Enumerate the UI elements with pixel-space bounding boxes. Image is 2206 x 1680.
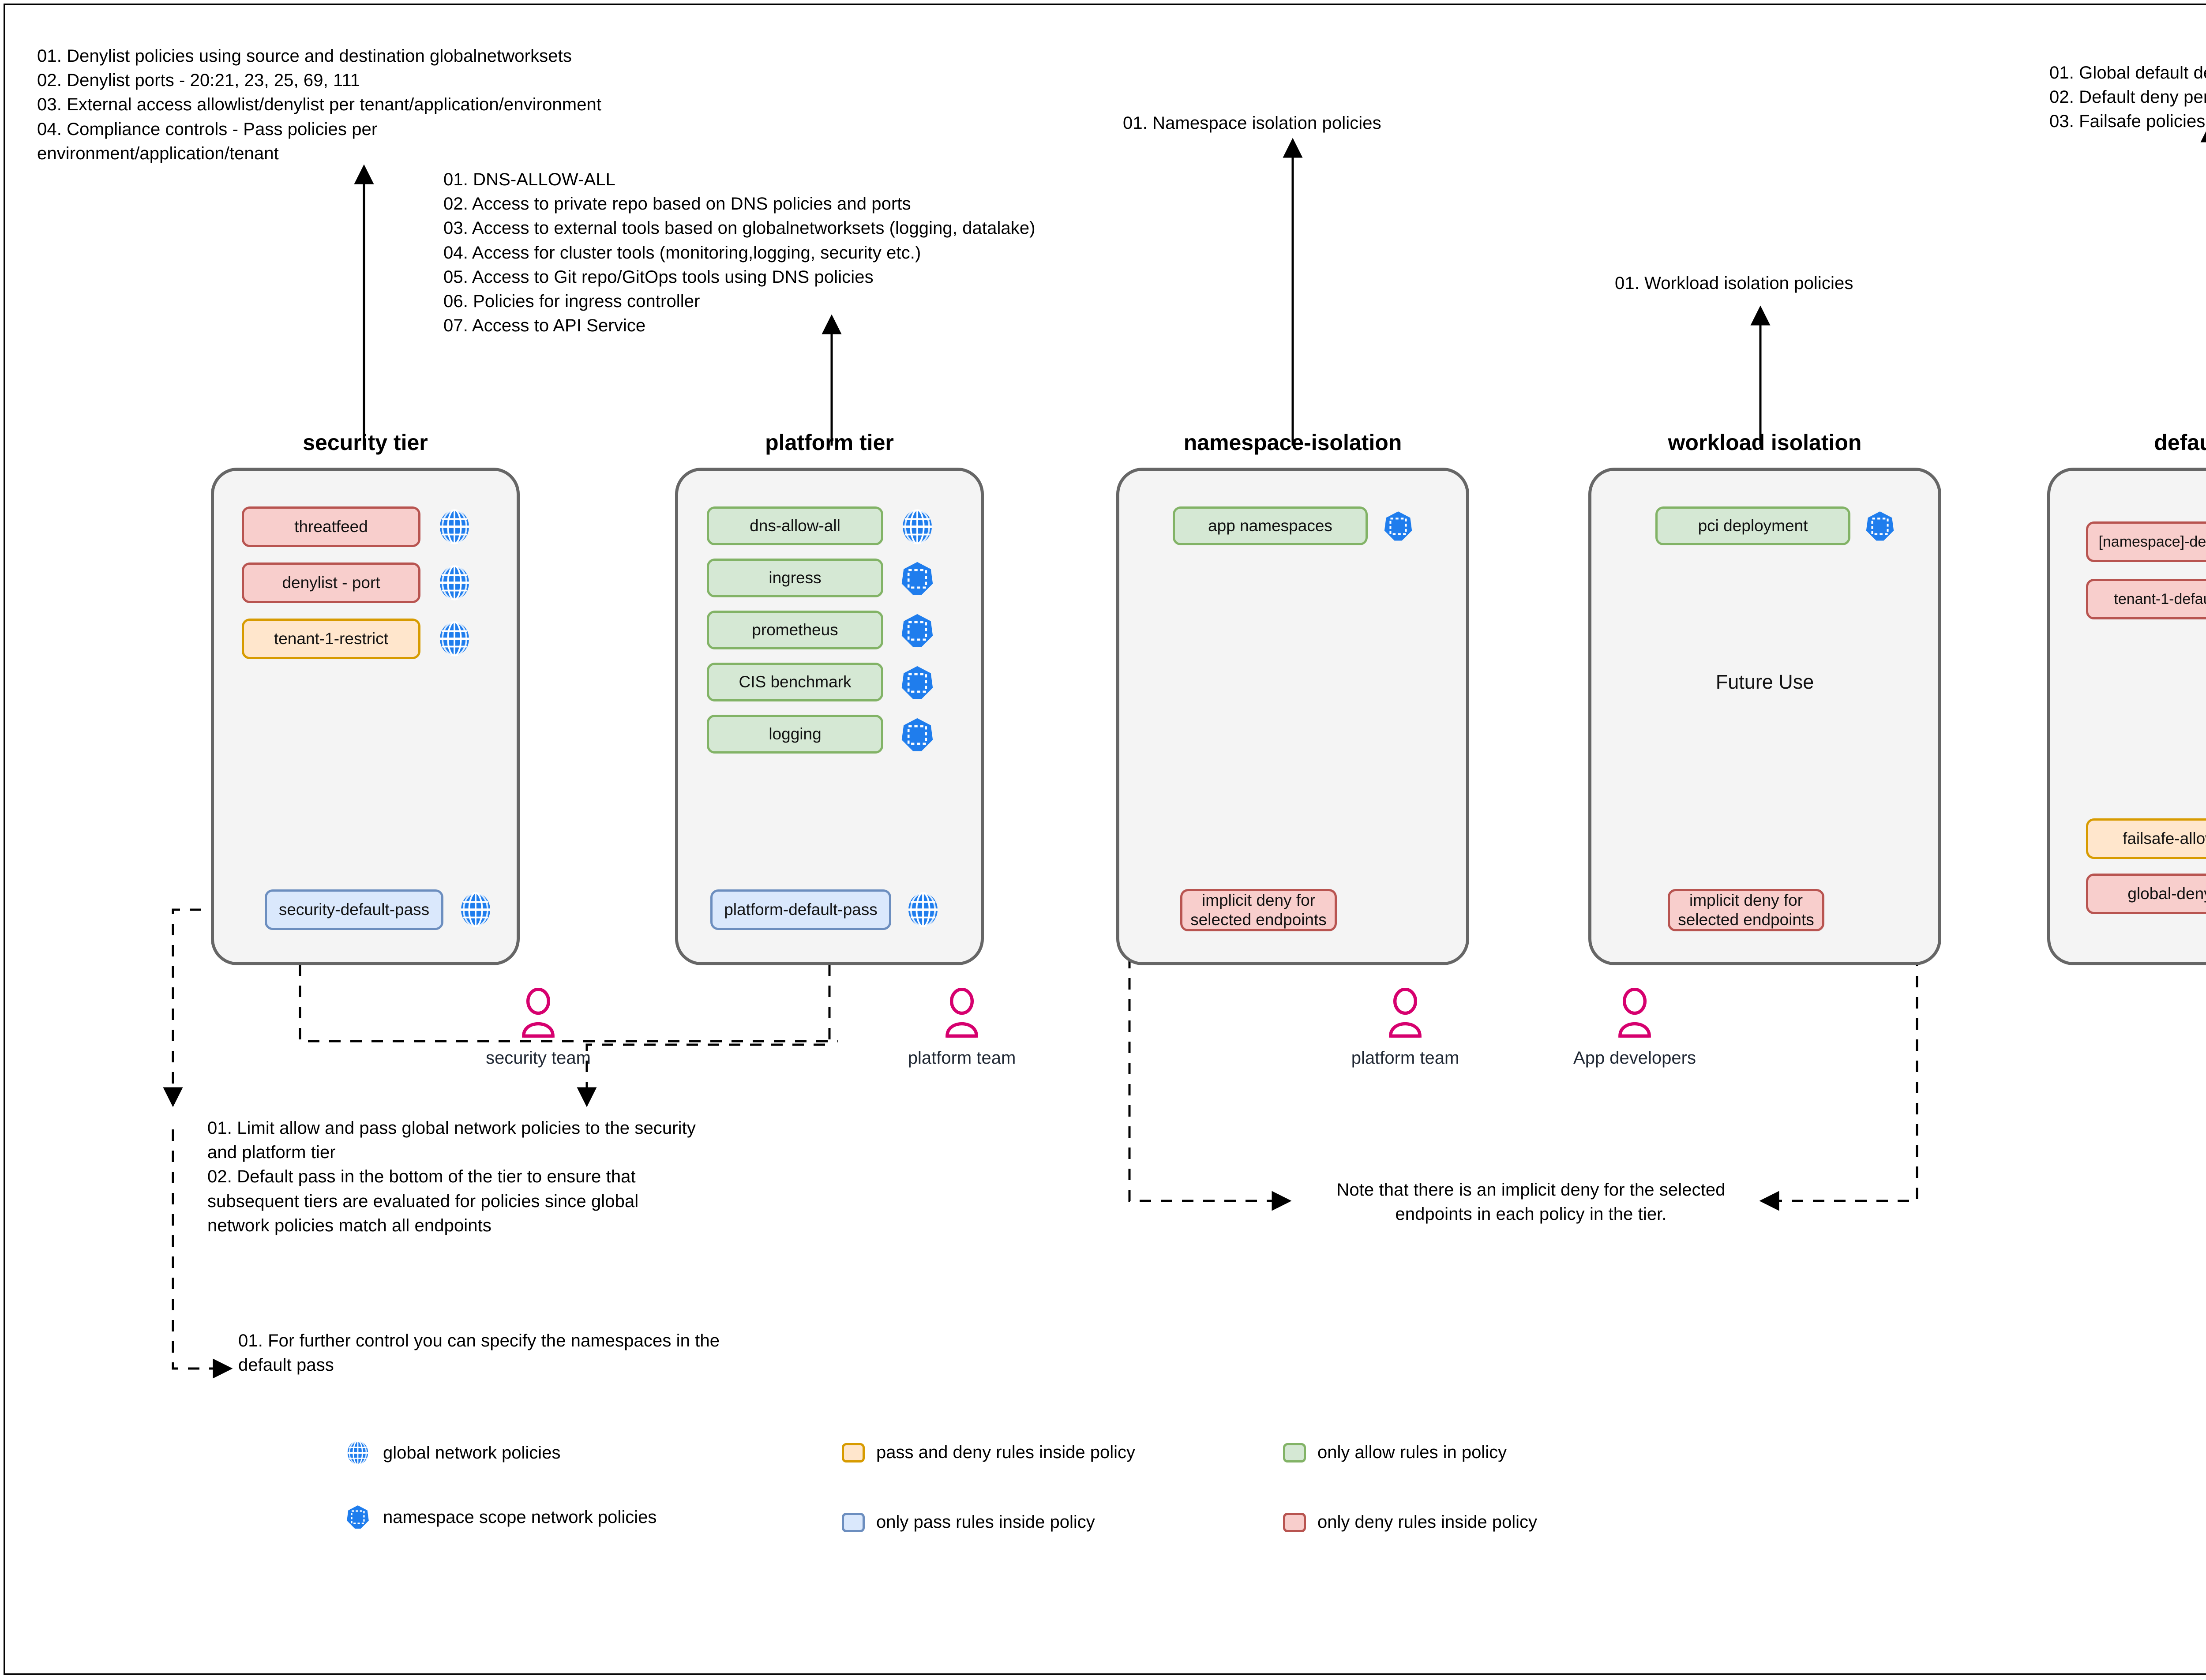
tier-body-security (211, 468, 520, 965)
namespace-scope-network-policy-icon (898, 559, 937, 598)
global-network-policy-icon (898, 507, 937, 546)
actor-platform-team-1: platform team (900, 987, 1024, 1068)
namespace-isolation-annotation: 01. Namespace isolation policies (1123, 113, 1381, 133)
actor-label: platform team (1351, 1048, 1459, 1068)
legend-item-namespace-scope-network-policies: namespace scope network policies (344, 1504, 657, 1531)
policy-tenant-1-restrict[interactable]: tenant-1-restrict (242, 619, 420, 659)
default-tier-annotation: 01. Global default deny 02. Default deny… (2049, 63, 2206, 131)
actor-label: platform team (908, 1048, 1016, 1068)
tier-title-platform: platform tier (765, 430, 894, 455)
policy-platform-default-pass[interactable]: platform-default-pass (710, 889, 891, 930)
policy-implicit-deny-namespace[interactable]: implicit deny for selected endpoints (1180, 889, 1337, 931)
namespace-scope-network-policy-icon (1863, 509, 1897, 544)
security-tier-annotation: 01. Denylist policies using source and d… (37, 46, 602, 163)
tier-title-workload-isolation: workload isolation (1668, 430, 1862, 455)
person-icon (1383, 987, 1427, 1040)
legend-item-only-deny-rules: only deny rules inside policy (1283, 1512, 1537, 1532)
implicit-deny-annotation: Note that there is an implicit deny for … (1336, 1180, 1726, 1224)
legend-item-pass-and-deny-rules: pass and deny rules inside policy (842, 1443, 1135, 1462)
namespace-scope-network-policy-icon (898, 611, 937, 650)
legend-swatch-passdeny (842, 1443, 865, 1462)
policy-prometheus[interactable]: prometheus (707, 611, 883, 649)
future-use-label: Future Use (1715, 671, 1814, 693)
workload-isolation-annotation: 01. Workload isolation policies (1615, 274, 1853, 293)
policy-implicit-deny-workload[interactable]: implicit deny for selected endpoints (1668, 889, 1824, 931)
actor-app-developers: App developers (1568, 987, 1701, 1068)
legend-label: global network policies (383, 1443, 561, 1462)
policy-dns-allow-all[interactable]: dns-allow-all (707, 506, 883, 545)
namespace-scope-network-policy-icon (898, 664, 937, 702)
diagram-border (4, 4, 2206, 1675)
global-network-policy-icon (435, 619, 474, 658)
global-network-policy-icon (344, 1439, 371, 1466)
tier-security[interactable]: security tier threatfeed denylist - port… (211, 430, 520, 965)
person-icon (516, 987, 560, 1040)
person-icon (940, 987, 984, 1040)
policy-logging[interactable]: logging (707, 715, 883, 754)
legend-swatch-allow (1283, 1443, 1306, 1462)
bottom-left-annotation: 01. Limit allow and pass global network … (207, 1118, 696, 1235)
tier-title-namespace-isolation: namespace-isolation (1183, 430, 1402, 455)
tier-platform[interactable]: platform tier dns-allow-all ingress prom… (675, 430, 984, 965)
legend-item-only-pass-rules: only pass rules inside policy (842, 1512, 1095, 1532)
namespace-scope-network-policy-icon (344, 1504, 371, 1531)
legend-label: pass and deny rules inside policy (876, 1443, 1136, 1462)
policy-denylist-port[interactable]: denylist - port (242, 562, 420, 603)
tier-title-security: security tier (303, 430, 428, 455)
tier-namespace-isolation[interactable]: namespace-isolation app namespaces impli… (1116, 430, 1469, 965)
legend-item-global-network-policies: global network policies (344, 1439, 560, 1466)
policy-tenant-1-default-deny[interactable]: tenant-1-default-deny (2086, 579, 2206, 619)
further-control-annotation: 01. For further control you can specify … (238, 1331, 720, 1375)
global-network-policy-icon (435, 507, 474, 546)
global-network-policy-icon (435, 563, 474, 602)
policy-global-deny[interactable]: global-deny (2086, 874, 2206, 914)
legend-label: only pass rules inside policy (876, 1512, 1095, 1532)
policy-pci-deployment[interactable]: pci deployment (1655, 506, 1850, 545)
policy-ingress[interactable]: ingress (707, 559, 883, 597)
legend-swatch-pass (842, 1512, 865, 1532)
policy-failsafe-allow[interactable]: failsafe-allow (2086, 818, 2206, 859)
tier-workload-isolation[interactable]: workload isolation pci deployment Future… (1588, 430, 1941, 965)
legend-item-only-allow-rules: only allow rules in policy (1283, 1443, 1507, 1462)
actor-security-team-1: security team (476, 987, 600, 1068)
legend: global network policies namespace scope … (344, 1429, 1800, 1575)
policy-app-namespaces[interactable]: app namespaces (1173, 506, 1368, 545)
tier-body-namespace-isolation (1116, 468, 1469, 965)
actor-platform-team-2: platform team (1343, 987, 1467, 1068)
legend-label: only allow rules in policy (1317, 1443, 1507, 1462)
global-network-policy-icon (904, 890, 942, 929)
policy-namespace-default-deny[interactable]: [namespace]-default-deny (2086, 521, 2206, 562)
legend-label: only deny rules inside policy (1317, 1512, 1538, 1532)
tier-body-workload-isolation (1588, 468, 1941, 965)
tier-default[interactable]: default tier [namespace]-default-deny te… (2047, 430, 2206, 965)
person-icon (1613, 987, 1657, 1040)
namespace-scope-network-policy-icon (1381, 509, 1415, 544)
policy-security-default-pass[interactable]: security-default-pass (265, 889, 443, 930)
global-network-policy-icon (456, 890, 495, 929)
actor-label: security team (486, 1048, 591, 1068)
legend-label: namespace scope network policies (383, 1507, 657, 1527)
platform-tier-annotation: 01. DNS-ALLOW-ALL 02. Access to private … (443, 170, 1035, 336)
namespace-scope-network-policy-icon (898, 716, 937, 754)
actor-label: App developers (1573, 1048, 1696, 1068)
tier-title-default: default tier (2154, 430, 2206, 455)
legend-swatch-deny (1283, 1512, 1306, 1532)
policy-cis-benchmark[interactable]: CIS benchmark (707, 663, 883, 701)
policy-threatfeed[interactable]: threatfeed (242, 506, 420, 547)
